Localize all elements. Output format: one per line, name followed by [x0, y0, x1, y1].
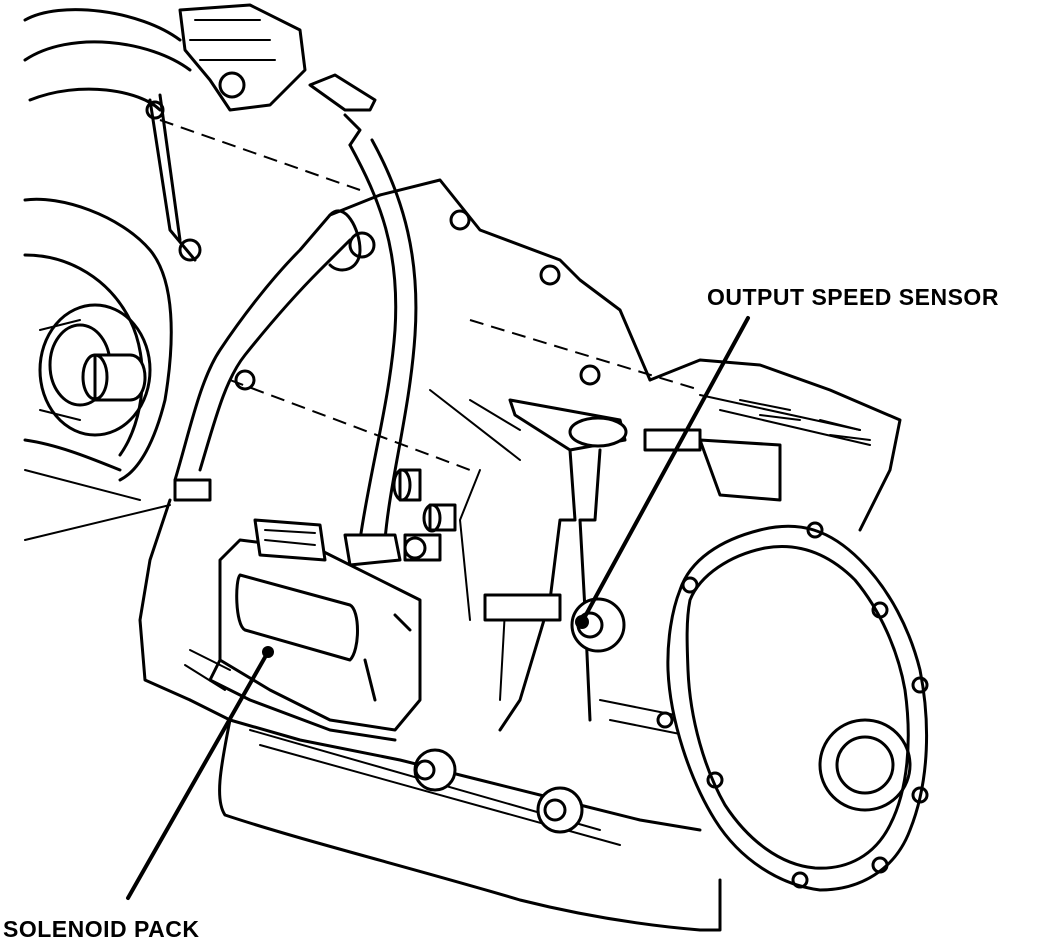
output-speed-sensor-leader: [580, 316, 750, 624]
solenoid-pack-label: SOLENOID PACK: [3, 916, 200, 942]
end-cover: [656, 438, 929, 892]
sensor-boss: [483, 398, 628, 732]
solenoid-pack-body: [184, 518, 422, 742]
transmission-case: [138, 178, 902, 932]
output-speed-sensor-label: OUTPUT SPEED SENSOR: [707, 284, 999, 310]
engine-flywheel: [23, 197, 173, 541]
top-wiring-harness: [23, 3, 361, 262]
solenoid-pack-leader: [126, 650, 270, 900]
